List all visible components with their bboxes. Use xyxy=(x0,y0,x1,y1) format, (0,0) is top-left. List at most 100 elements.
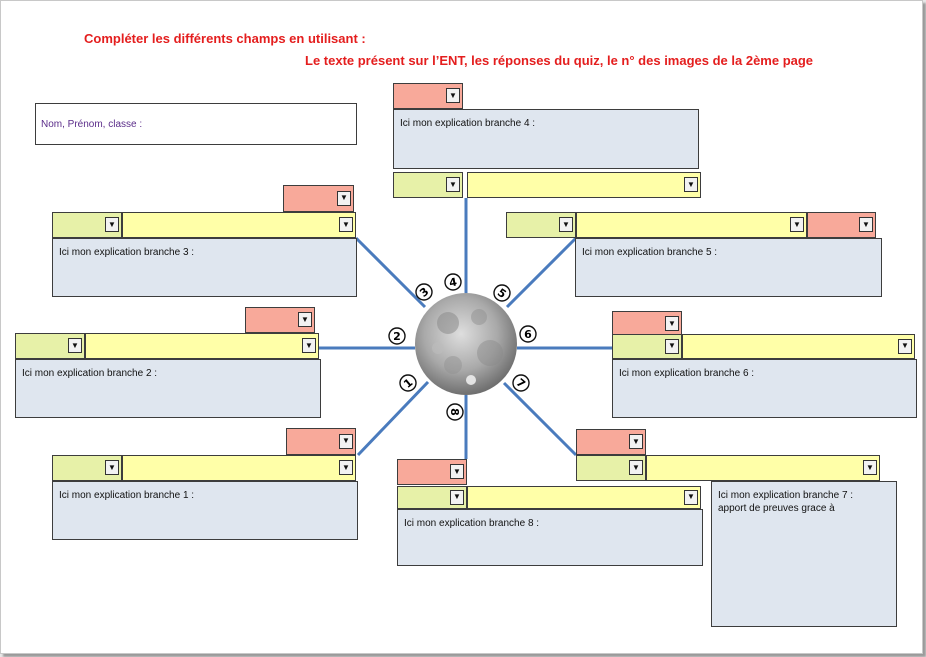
branch-line xyxy=(505,236,578,309)
branch-7-answer-select[interactable]: ▼ xyxy=(576,455,646,481)
identity-field[interactable]: Nom, Prénom, classe : xyxy=(35,103,357,145)
badge-circle xyxy=(399,374,417,392)
branch-4-explanation-label: Ici mon explication branche 4 : xyxy=(400,118,536,129)
branch-5-explanation[interactable]: Ici mon explication branche 5 : xyxy=(575,238,882,297)
branch-number-badge: 1 xyxy=(399,374,417,392)
branch-3-explanation-label: Ici mon explication branche 3 : xyxy=(59,247,195,258)
branch-2-text-select[interactable]: ▼ xyxy=(85,333,319,359)
branch-1-explanation[interactable]: Ici mon explication branche 1 : xyxy=(52,481,358,540)
moon-crater xyxy=(437,312,459,334)
branch-number-badge: 6 xyxy=(519,325,537,343)
branch-7-explanation-label: Ici mon explication branche 7 : xyxy=(718,490,854,501)
moon-crater xyxy=(471,309,487,325)
badge-number: 6 xyxy=(524,328,532,341)
branch-6-answer-select[interactable]: ▼ xyxy=(612,334,682,359)
branch-6-text-select[interactable]: ▼ xyxy=(682,334,915,359)
badge-circle xyxy=(415,283,433,301)
branch-1-answer-select[interactable]: ▼ xyxy=(52,455,122,481)
branch-2-explanation[interactable]: Ici mon explication branche 2 : xyxy=(15,359,321,418)
badge-circle xyxy=(512,374,530,392)
branch-3-text-select[interactable]: ▼ xyxy=(122,212,356,238)
branch-6-explanation-label: Ici mon explication branche 6 : xyxy=(619,368,755,379)
badge-number: 2 xyxy=(393,330,401,343)
branch-8-text-select[interactable]: ▼ xyxy=(467,486,701,509)
moon-disc xyxy=(415,293,517,395)
branch-4-text-select[interactable]: ▼ xyxy=(467,172,701,198)
branch-8-answer-select[interactable]: ▼ xyxy=(397,486,467,509)
branch-2-explanation-label: Ici mon explication branche 2 : xyxy=(22,368,158,379)
badge-circle xyxy=(493,284,511,302)
branch-8-explanation[interactable]: Ici mon explication branche 8 : xyxy=(397,509,703,566)
branch-7-number-select[interactable]: ▼ xyxy=(576,429,646,455)
branch-3-answer-select[interactable]: ▼ xyxy=(52,212,122,238)
moon-crater xyxy=(432,342,444,354)
chevron-down-icon: ▼ xyxy=(559,217,573,232)
branch-5-number-select[interactable]: ▼ xyxy=(807,212,876,238)
branch-4-answer-select[interactable]: ▼ xyxy=(393,172,463,198)
chevron-down-icon: ▼ xyxy=(339,217,353,232)
chevron-down-icon: ▼ xyxy=(629,434,643,449)
badge-circle xyxy=(388,327,406,345)
chevron-down-icon: ▼ xyxy=(898,338,912,354)
branch-7-text-select[interactable]: ▼ xyxy=(646,455,880,481)
branch-5-text-select[interactable]: ▼ xyxy=(576,212,807,238)
branch-lines xyxy=(319,198,612,459)
branch-number-badge: 5 xyxy=(493,284,511,302)
chevron-down-icon: ▼ xyxy=(665,316,679,331)
branch-line xyxy=(502,381,578,457)
chevron-down-icon: ▼ xyxy=(863,460,877,475)
chevron-down-icon: ▼ xyxy=(105,460,119,475)
chevron-down-icon: ▼ xyxy=(339,433,353,449)
moon-image xyxy=(415,293,517,395)
chevron-down-icon: ▼ xyxy=(684,489,698,505)
badge-circle xyxy=(519,325,537,343)
branch-6-explanation[interactable]: Ici mon explication branche 6 : xyxy=(612,359,917,418)
branch-3-explanation[interactable]: Ici mon explication branche 3 : xyxy=(52,238,357,297)
chevron-down-icon: ▼ xyxy=(684,177,698,192)
branch-number-badge: 2 xyxy=(388,327,406,345)
moon-crater xyxy=(444,356,462,374)
branch-6-number-select[interactable]: ▼ xyxy=(612,311,682,337)
chevron-down-icon: ▼ xyxy=(339,460,353,475)
badge-circle xyxy=(444,273,462,291)
chevron-down-icon: ▼ xyxy=(450,464,464,479)
branch-number-badge: 8 xyxy=(446,403,464,421)
chevron-down-icon: ▼ xyxy=(68,338,82,353)
branch-2-answer-select[interactable]: ▼ xyxy=(15,333,85,359)
branch-4-explanation[interactable]: Ici mon explication branche 4 : xyxy=(393,109,699,169)
chevron-down-icon: ▼ xyxy=(665,338,679,354)
moon-crater xyxy=(477,340,503,366)
branch-7-explanation-text: apport de preuves grace à xyxy=(718,503,835,514)
badge-circle xyxy=(446,403,464,421)
branch-line xyxy=(356,380,430,457)
chevron-down-icon: ▼ xyxy=(105,217,119,232)
branch-2-number-select[interactable]: ▼ xyxy=(245,307,315,333)
branch-number-badge: 3 xyxy=(415,283,433,301)
branch-4-number-select[interactable]: ▼ xyxy=(393,83,463,109)
branch-3-number-select[interactable]: ▼ xyxy=(283,185,354,212)
branch-number-badge: 4 xyxy=(444,273,462,291)
instruction-line-2: Le texte présent sur l’ENT, les réponses… xyxy=(305,53,814,68)
branch-1-text-select[interactable]: ▼ xyxy=(122,455,356,481)
chevron-down-icon: ▼ xyxy=(450,489,464,505)
branch-7-explanation[interactable]: Ici mon explication branche 7 : apport d… xyxy=(711,481,897,627)
branch-8-explanation-label: Ici mon explication branche 8 : xyxy=(404,518,540,529)
chevron-down-icon: ▼ xyxy=(302,338,316,353)
branch-5-answer-select[interactable]: ▼ xyxy=(506,212,576,238)
identity-label: Nom, Prénom, classe : xyxy=(41,119,143,130)
branch-1-number-select[interactable]: ▼ xyxy=(286,428,356,455)
branch-8-number-select[interactable]: ▼ xyxy=(397,459,467,485)
moon-crater xyxy=(466,375,476,385)
chevron-down-icon: ▼ xyxy=(298,312,312,327)
chevron-down-icon: ▼ xyxy=(790,217,804,232)
branch-5-explanation-label: Ici mon explication branche 5 : xyxy=(582,247,718,258)
chevron-down-icon: ▼ xyxy=(859,217,873,232)
chevron-down-icon: ▼ xyxy=(446,177,460,192)
chevron-down-icon: ▼ xyxy=(446,88,460,103)
instruction-line-1: Compléter les différents champs en utili… xyxy=(84,31,366,46)
chevron-down-icon: ▼ xyxy=(337,190,351,206)
branch-1-explanation-label: Ici mon explication branche 1 : xyxy=(59,490,195,501)
